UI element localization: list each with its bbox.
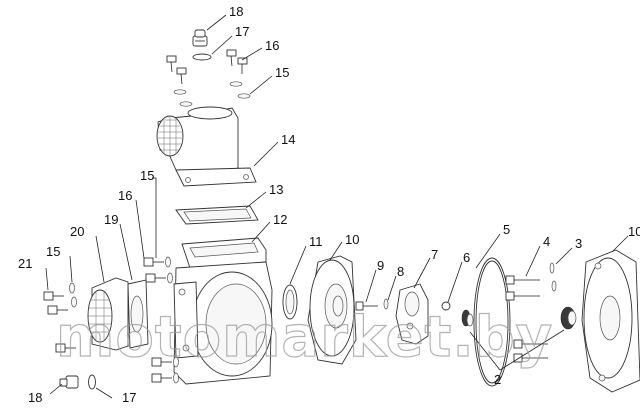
outlet-fitting-part bbox=[87, 277, 129, 351]
callout-5: 5 bbox=[503, 222, 510, 237]
callout-7: 7 bbox=[431, 247, 438, 262]
upper-bolts-part bbox=[166, 49, 248, 85]
inlet-elbow-part bbox=[156, 106, 257, 187]
callout-9: 9 bbox=[377, 258, 384, 273]
callout-15-top: 15 bbox=[275, 65, 289, 80]
shaft-seal-housing-part bbox=[560, 306, 577, 330]
cap-washer-part bbox=[192, 53, 212, 61]
seal-spring-part bbox=[441, 301, 474, 327]
callout-21: 21 bbox=[18, 256, 32, 271]
outlet-gasket-part bbox=[127, 279, 149, 349]
wear-plate-part bbox=[307, 255, 357, 365]
mechanical-seal-ring-part bbox=[282, 284, 298, 320]
leader-lines bbox=[45, 14, 629, 399]
side-washers-part bbox=[165, 256, 179, 384]
callout-2: 2 bbox=[494, 372, 501, 387]
shaft-seal-part bbox=[383, 298, 389, 310]
outlet-washers-part bbox=[69, 282, 77, 308]
callout-4: 4 bbox=[543, 234, 550, 249]
callout-18-low: 18 bbox=[28, 390, 42, 405]
callout-17-top: 17 bbox=[235, 24, 249, 39]
o-ring-part bbox=[473, 257, 511, 387]
impeller-bolt-part bbox=[355, 301, 378, 311]
callout-10-mid: 10 bbox=[345, 232, 359, 247]
callout-19: 19 bbox=[104, 212, 118, 227]
callout-12: 12 bbox=[273, 212, 287, 227]
drain-plug-part bbox=[59, 375, 79, 389]
callout-8: 8 bbox=[397, 264, 404, 279]
callout-15-low: 15 bbox=[46, 244, 60, 259]
pump-body-part bbox=[173, 237, 273, 385]
callout-labels: 18 17 16 15 14 13 12 11 10 9 8 7 6 5 4 3… bbox=[18, 4, 640, 405]
outlet-bolts-part bbox=[43, 291, 76, 353]
callout-20: 20 bbox=[70, 224, 84, 239]
callout-18-top: 18 bbox=[229, 4, 243, 19]
callout-15-left: 15 bbox=[140, 168, 154, 183]
callout-14: 14 bbox=[281, 132, 295, 147]
filler-cap-part bbox=[192, 29, 208, 47]
callout-3: 3 bbox=[575, 236, 582, 251]
rear-washers-part bbox=[549, 262, 557, 292]
watermark-text: motomarket.by bbox=[56, 305, 553, 370]
upper-washers-part bbox=[173, 81, 251, 107]
callout-16-left: 16 bbox=[118, 188, 132, 203]
rear-cover-part bbox=[581, 249, 640, 393]
rear-bolts-part bbox=[505, 275, 548, 363]
callout-16-top: 16 bbox=[265, 38, 279, 53]
flange-gasket-part bbox=[175, 205, 259, 225]
side-bolts-part bbox=[143, 257, 172, 383]
callout-10-right: 10 bbox=[628, 224, 640, 239]
impeller-part bbox=[395, 283, 429, 345]
callout-17-low: 17 bbox=[122, 390, 136, 405]
callout-13: 13 bbox=[269, 182, 283, 197]
callout-6: 6 bbox=[463, 250, 470, 265]
drain-washer-part bbox=[88, 374, 96, 390]
callout-11: 11 bbox=[309, 234, 323, 249]
